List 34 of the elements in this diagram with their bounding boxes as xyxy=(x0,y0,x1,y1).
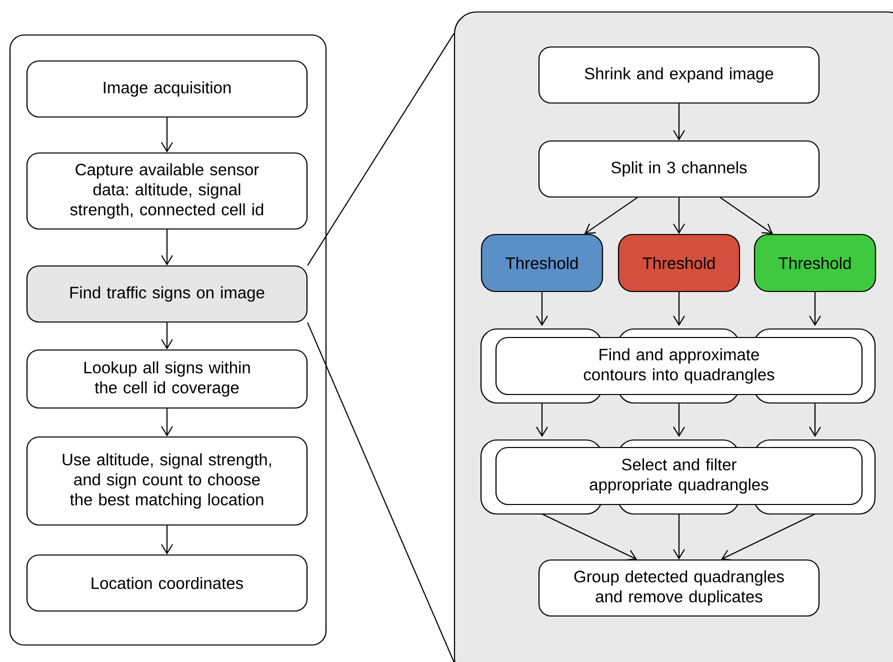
process-box: Use altitude, signal strength, and sign count to choose the best matching location xyxy=(26,436,308,526)
process-box: Threshold xyxy=(618,234,740,292)
arrow xyxy=(673,104,685,140)
process-box: Find traffic signs on image xyxy=(26,265,308,323)
arrow xyxy=(536,292,548,326)
arrow xyxy=(161,526,173,554)
zoom-line xyxy=(307,322,454,662)
process-box: Location coordinates xyxy=(26,554,308,612)
process-box: Threshold xyxy=(480,234,604,292)
arrow xyxy=(161,322,173,350)
process-box: Group detected quadrangles and remove duplicates xyxy=(538,559,820,617)
arrow xyxy=(584,197,638,234)
process-box: Threshold xyxy=(754,234,876,292)
process-box: Image acquisition xyxy=(26,60,308,118)
arrow xyxy=(673,198,685,234)
arrow xyxy=(673,403,685,437)
process-box: Find and approximate contours into quadrangles xyxy=(495,336,863,396)
arrow xyxy=(536,403,548,437)
arrow xyxy=(720,197,773,234)
process-box: Shrink and expand image xyxy=(538,46,820,104)
arrow xyxy=(161,408,173,436)
arrow xyxy=(542,514,637,561)
arrow xyxy=(673,514,685,560)
process-box: Select and filter appropriate quadrangles xyxy=(495,446,863,506)
zoom-line xyxy=(307,33,454,266)
arrow xyxy=(809,403,821,437)
arrow xyxy=(721,514,816,561)
process-box: Lookup all signs within the cell id coverage xyxy=(26,349,308,409)
arrow xyxy=(161,230,173,266)
arrow xyxy=(673,292,685,326)
process-box: Capture available sensor data: altitude, signal strength, connected cell id xyxy=(26,152,308,230)
arrow xyxy=(161,118,173,152)
process-box: Split in 3 channels xyxy=(538,140,820,198)
arrow xyxy=(809,292,821,326)
